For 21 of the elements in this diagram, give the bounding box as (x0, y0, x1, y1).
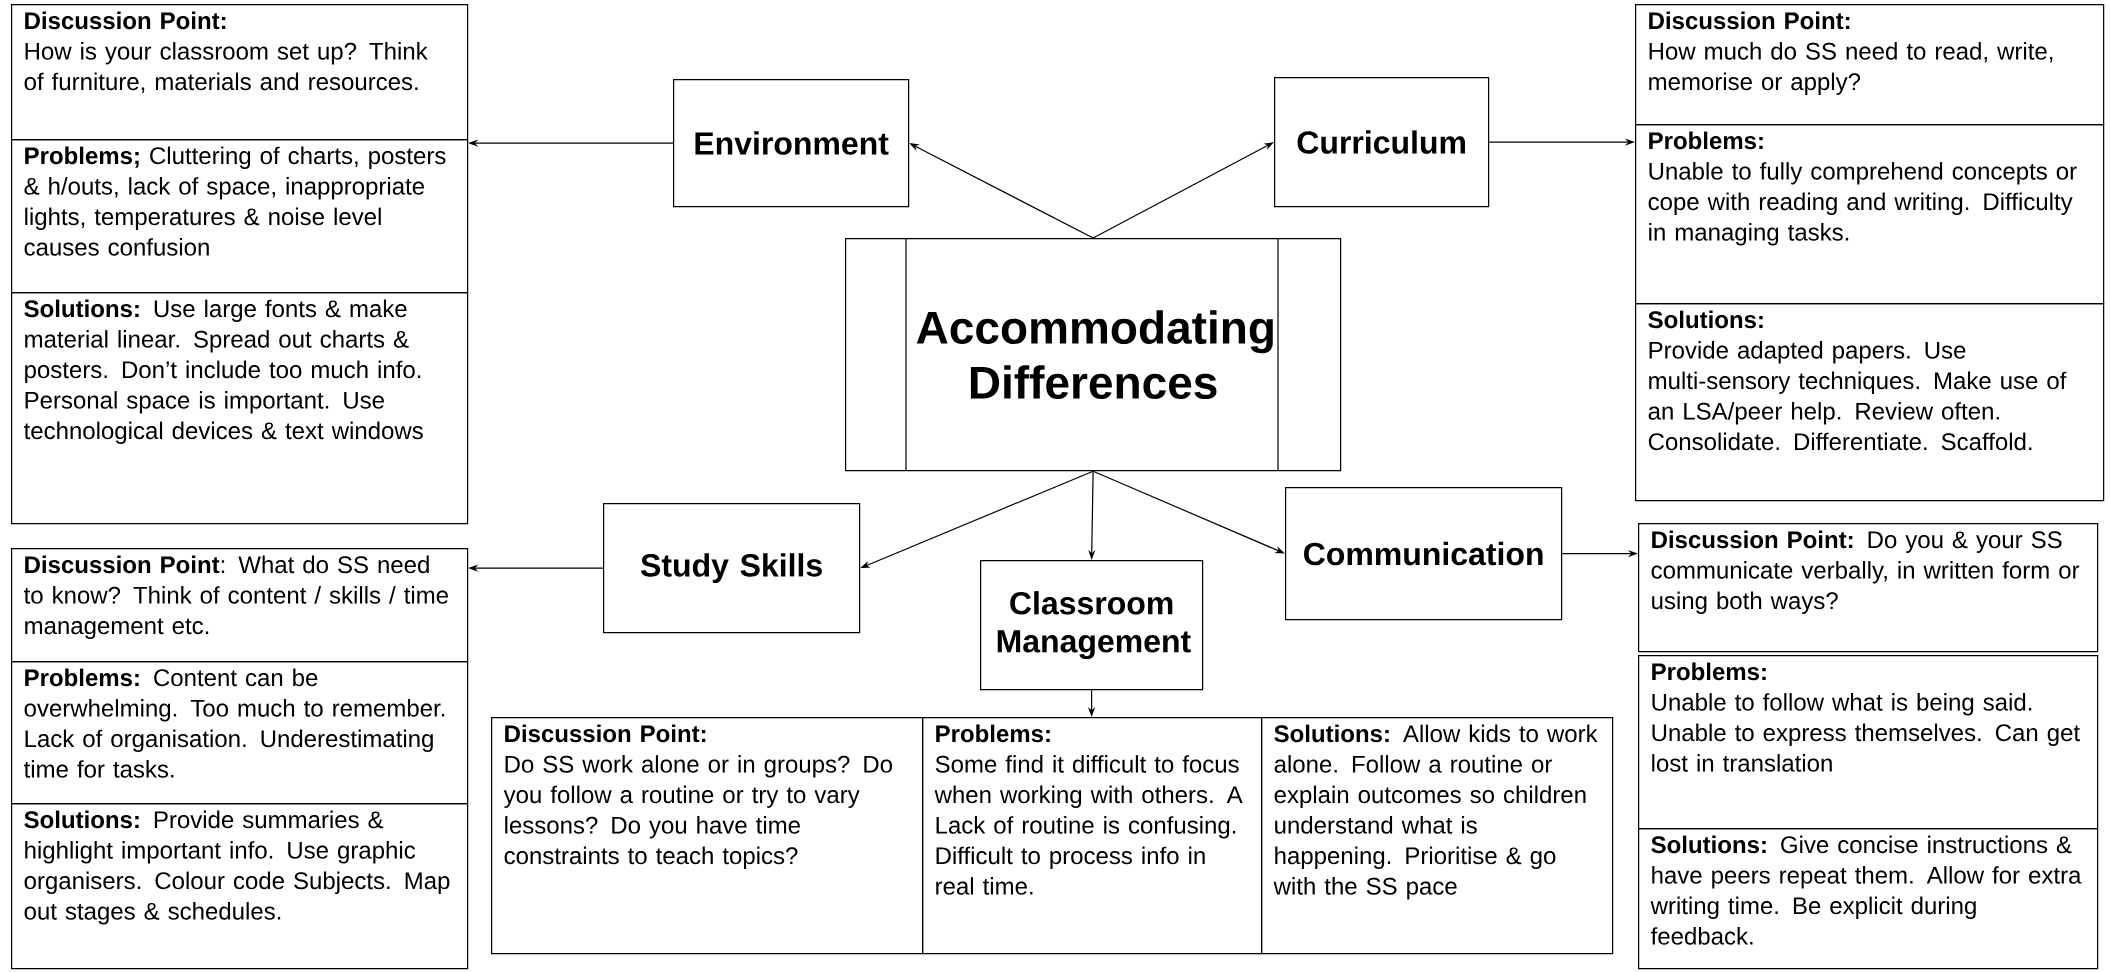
text-panel: Problems: Some find it difficult to focus when working with others. A Lack of routine is confusing. Difficult to process info in real time. (922, 717, 1263, 955)
topic-box: Environment (673, 79, 910, 208)
text-panel: Discussion Point: How much do SS need to read, write, memorise or apply? (1635, 4, 2105, 126)
text-panel: Solutions: Use large fonts & make material linear. Spread out charts & posters. Don’t include too much info. Personal space is important. Use technological devices & text windows (11, 292, 469, 525)
text-panel: Discussion Point: What do SS need to know? Think of content / skills / time management etc. (11, 548, 469, 663)
text-panel: Problems: Unable to follow what is being said. Unable to express themselves. Can get lost in translation (1638, 655, 2099, 830)
topic-box: Classroom Management (980, 560, 1204, 691)
text-panel: Discussion Point: How is your classroom set up? Think of furniture, materials and resources. (11, 4, 469, 141)
central-box: Accommodating Differences (845, 237, 1342, 472)
text-panel: Problems; Cluttering of charts, posters & h/outs, lack of space, inappropriate lights, temperatures & noise level causes confusion (11, 139, 469, 294)
topic-box: Communication (1285, 487, 1563, 621)
text-panel: Solutions: Give concise instructions & have peers repeat them. Allow for extra writing time. Be explicit during feedback. (1638, 828, 2099, 970)
topic-box: Curriculum (1274, 77, 1490, 208)
text-panel: Solutions: Provide summaries & highlight important info. Use graphic organisers. Colour code Subjects. Map out stages & schedules. (11, 803, 469, 970)
text-panel: Discussion Point: Do SS work alone or in groups? Do you follow a routine or try to vary lessons? Do you have time constraints to teach topics? (491, 717, 924, 955)
text-panel: Solutions: Allow kids to work alone. Follow a routine or explain outcomes so children understand what is happening. Prioritise & go with the SS pace (1261, 717, 1614, 955)
text-panel: Solutions: Provide adapted papers. Use multi-sensory techniques. Make use of an LSA/peer help. Review often. Consolidate. Differentiate. Scaffold. (1635, 303, 2105, 502)
text-panel: Problems: Unable to fully comprehend concepts or cope with reading and writing. Difficulty in managing tasks. (1635, 124, 2105, 305)
text-panel: Problems: Content can be overwhelming. Too much to remember. Lack of organisation. Underestimating time for tasks. (11, 661, 469, 805)
topic-box: Study Skills (603, 503, 861, 634)
text-panel: Discussion Point: Do you & your SS communicate verbally, in written form or using both ways? (1638, 523, 2099, 653)
